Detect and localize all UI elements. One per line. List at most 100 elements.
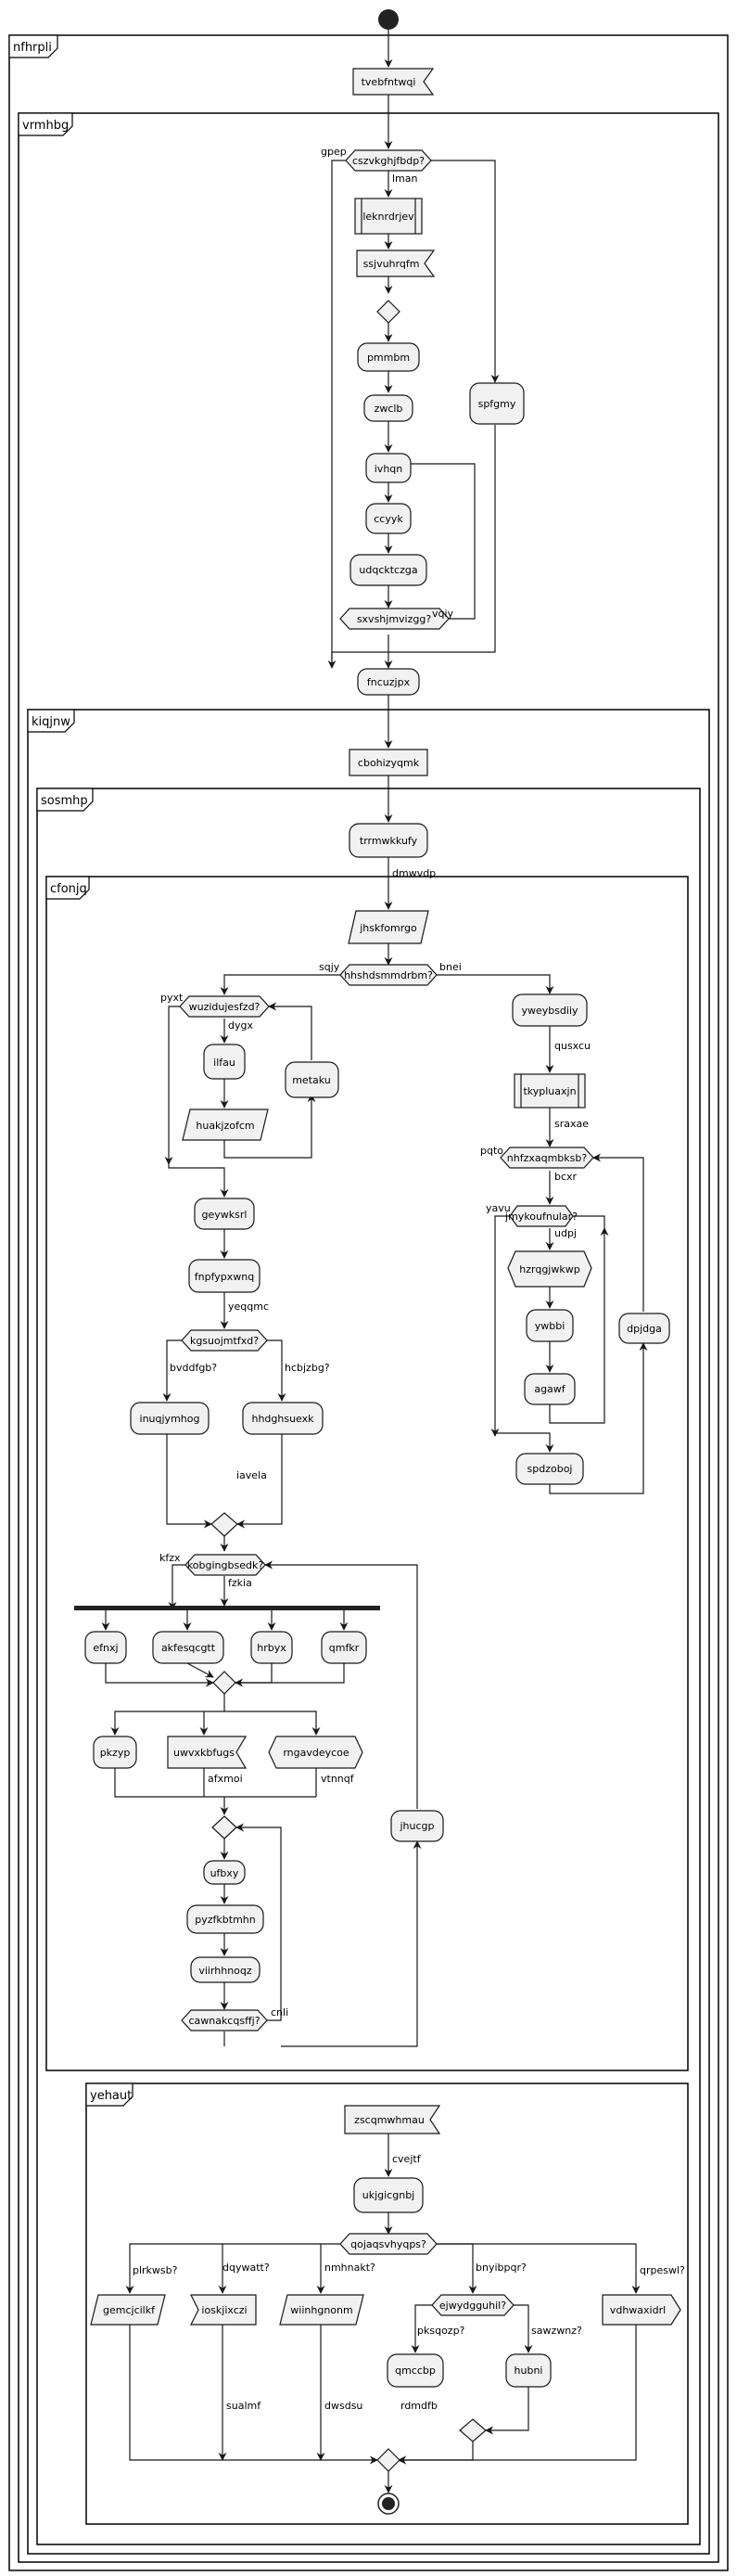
text-kgsuojmtfxd: kgsuojmtfxd?: [190, 1335, 259, 1347]
text-vdhwaxidrl: vdhwaxidrl: [610, 2304, 666, 2316]
node-hzrqgjwkwp: [507, 1250, 592, 1288]
edge: [236, 1434, 283, 1529]
label-afxmoi: afxmoi: [208, 1773, 243, 1785]
label-plrkwsb: plrkwsb?: [133, 2264, 178, 2276]
label-cnli: cnli: [271, 2006, 288, 2019]
node-ivhqn-box: [365, 453, 412, 483]
frame-kiqjnw: [27, 709, 710, 2555]
edge: [166, 1434, 212, 1529]
label-dwsdsu: dwsdsu: [324, 2400, 362, 2412]
edge: [164, 1006, 180, 1165]
node-qojaqsvhyqps: [339, 2233, 438, 2255]
frame-title-nfhrpli: nfhrpli: [13, 41, 52, 55]
node-sxvshjmvizgg: [339, 608, 450, 630]
text-fnpfypxwnq: fnpfypxwnq: [195, 1271, 254, 1283]
text-tvebfntwqi: tvebfntwqi: [362, 76, 416, 88]
node-fnpfypxwnq: [188, 1259, 260, 1293]
text-agawf: agawf: [534, 1383, 565, 1395]
label-qrpeswl: qrpeswl?: [640, 2264, 685, 2276]
node-hhshdsmmdrbm: [339, 964, 438, 986]
edge: [437, 2243, 477, 2294]
text-hzrqgjwkwp: hzrqgjwkwp: [519, 1263, 579, 1275]
text-pkzyp: pkzyp: [100, 1747, 131, 1759]
text-ukjgicgnbj: ukjgicgnbj: [362, 2189, 414, 2201]
edge: [235, 1663, 273, 1687]
node-viirhhnoqz: [190, 1956, 260, 1983]
label-dygx: dygx: [228, 1019, 253, 1032]
text-hrbyx: hrbyx: [257, 1642, 286, 1654]
frame-yehaut: [85, 2083, 689, 2525]
label-yeqqmc: yeqqmc: [228, 1301, 269, 1313]
merge-diamond: [376, 2448, 400, 2472]
edge: [549, 1342, 648, 1494]
frame-title-cfonjq: cfonjq: [50, 882, 87, 896]
text-spfgmy: spfgmy: [478, 398, 516, 410]
node-zwclb: [363, 394, 413, 422]
text-udqcktczga: udqcktczga: [359, 564, 417, 576]
text-ufbxy: ufbxy: [210, 1867, 239, 1879]
frame-sosmhp: [36, 788, 701, 2545]
edge: [437, 2243, 641, 2294]
node-ilfau: [203, 1044, 246, 1080]
frame-nfhrpli: [8, 34, 729, 2571]
node-fncuzjpx: [357, 668, 420, 696]
edge: [331, 634, 389, 668]
node-spdzoboj: [515, 1453, 584, 1485]
edge: [592, 1153, 644, 1312]
text-uwvxkbfugs: uwvxkbfugs: [173, 1747, 235, 1759]
text-pyzfkbtmhn: pyzfkbtmhn: [195, 1914, 255, 1926]
edge: [235, 1663, 345, 1684]
text-geywksrl: geywksrl: [202, 1209, 248, 1221]
edge: [398, 2441, 474, 2465]
label-vqiy: vqiy: [432, 608, 454, 620]
text-yweybsdiiy: yweybsdiiy: [521, 1005, 578, 1017]
node-udqcktczga: [349, 554, 427, 586]
text-viirhhnoqz: viirhhnoqz: [198, 1965, 252, 1977]
merge-diamond: [376, 300, 400, 324]
edge: [264, 1560, 418, 1809]
merge-diamond: [212, 1671, 236, 1695]
node-cawnakcqsffj: [181, 2009, 268, 2031]
text-qojaqsvhyqps: qojaqsvhyqps?: [350, 2238, 426, 2250]
edge: [573, 1215, 605, 1228]
text-qmccbp: qmccbp: [395, 2365, 436, 2377]
text-jhucgp: jhucgp: [399, 1820, 434, 1832]
node-cszvkghjfbdp: [345, 149, 432, 172]
edge: [105, 1663, 214, 1687]
edge: [327, 160, 346, 669]
node-inuqjymhog: [130, 1402, 210, 1435]
label-gpep: gpep: [321, 146, 347, 158]
text-qmfkr: qmfkr: [329, 1642, 360, 1654]
node-pyzfkbtmhn: [186, 1904, 264, 1934]
node-ywbbi: [526, 1309, 574, 1342]
node-jmykoufnular: [509, 1205, 574, 1227]
node-pmmbm: [357, 342, 420, 372]
node-wiinhgnonm: [279, 2294, 364, 2326]
text-ioskjixczi: ioskjixczi: [201, 2304, 247, 2316]
label-qusxcu: qusxcu: [554, 1040, 591, 1052]
label-rdmdfb: rdmdfb: [400, 2400, 438, 2412]
frame-cfonjq: [45, 876, 689, 2071]
text-ivhqn: ivhqn: [375, 463, 403, 475]
node-metaku: [285, 1061, 339, 1098]
text-gemcjcilkf: gemcjcilkf: [103, 2304, 156, 2316]
node-efnxj: [84, 1631, 127, 1664]
node-kobgingbsedk: [184, 1554, 266, 1576]
edge: [411, 2304, 432, 2353]
node-qmfkr: [321, 1631, 367, 1664]
node-trrmwkkufy: [349, 823, 428, 858]
text-cbohizyqmk: cbohizyqmk: [358, 757, 420, 769]
label-cvejtf: cvejtf: [392, 2153, 422, 2165]
node-ufbxy: [203, 1860, 246, 1885]
label-dqywatt: dqywatt?: [222, 2262, 270, 2274]
node-gemcjcilkf: [90, 2294, 166, 2326]
label-sawzwnz: sawzwnz?: [531, 2325, 582, 2337]
node-spfgmy: [469, 382, 525, 425]
node-qmccbp: [387, 2353, 444, 2388]
edge: [114, 1768, 316, 1798]
edge: [168, 1164, 229, 1198]
text-zwclb: zwclb: [375, 403, 403, 415]
node-hubni: [505, 2353, 552, 2388]
label-kfzx: kfzx: [159, 1552, 181, 1564]
text-ilfau: ilfau: [213, 1057, 235, 1069]
